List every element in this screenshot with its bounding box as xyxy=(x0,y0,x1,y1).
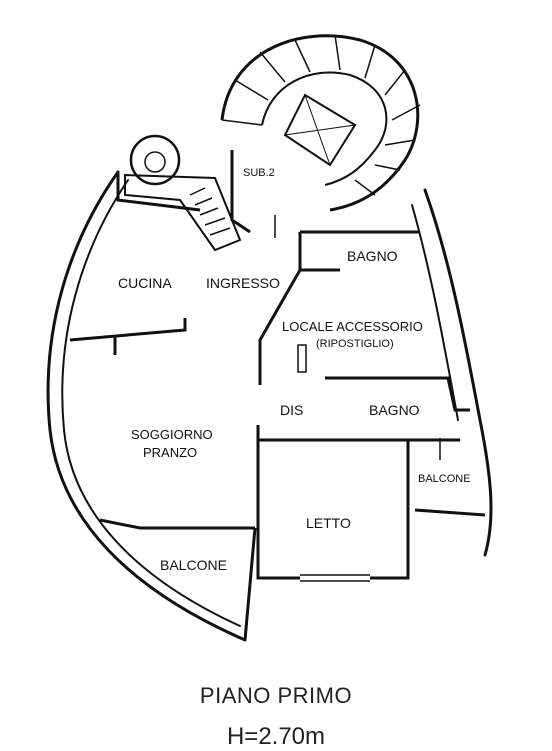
room-label-letto: LETTO xyxy=(306,515,351,531)
floor-title: PIANO PRIMO xyxy=(199,683,353,708)
room-label-pranzo: PRANZO xyxy=(143,445,198,460)
outer-wall-left-inner xyxy=(61,179,241,627)
spiral-staircase xyxy=(220,34,421,212)
window-marks xyxy=(274,215,441,582)
room-label-dis: DIS xyxy=(280,402,304,418)
room-label-locale-accessorio: LOCALE ACCESSORIO xyxy=(282,319,423,334)
room-label-ripostiglio: (RIPOSTIGLIO) xyxy=(316,338,394,350)
room-label-balcone-bottom: BALCONE xyxy=(160,557,227,573)
room-label-sub2: SUB.2 xyxy=(243,167,275,179)
floor-plan xyxy=(46,34,493,642)
room-label-soggiorno: SOGGIORNO xyxy=(131,427,213,442)
room-label-balcone-right: BALCONE xyxy=(418,473,471,485)
room-label-cucina: CUCINA xyxy=(118,275,172,291)
room-label-bagno-top: BAGNO xyxy=(347,248,398,264)
room-label-ingresso: INGRESSO xyxy=(206,275,280,291)
room-label-bagno-mid: BAGNO xyxy=(369,402,420,418)
ceiling-height: H=2.70m xyxy=(226,723,326,750)
interior-walls xyxy=(69,150,486,641)
outer-wall-left xyxy=(46,170,247,642)
small-staircase xyxy=(124,134,242,252)
outer-wall-right xyxy=(423,188,493,557)
